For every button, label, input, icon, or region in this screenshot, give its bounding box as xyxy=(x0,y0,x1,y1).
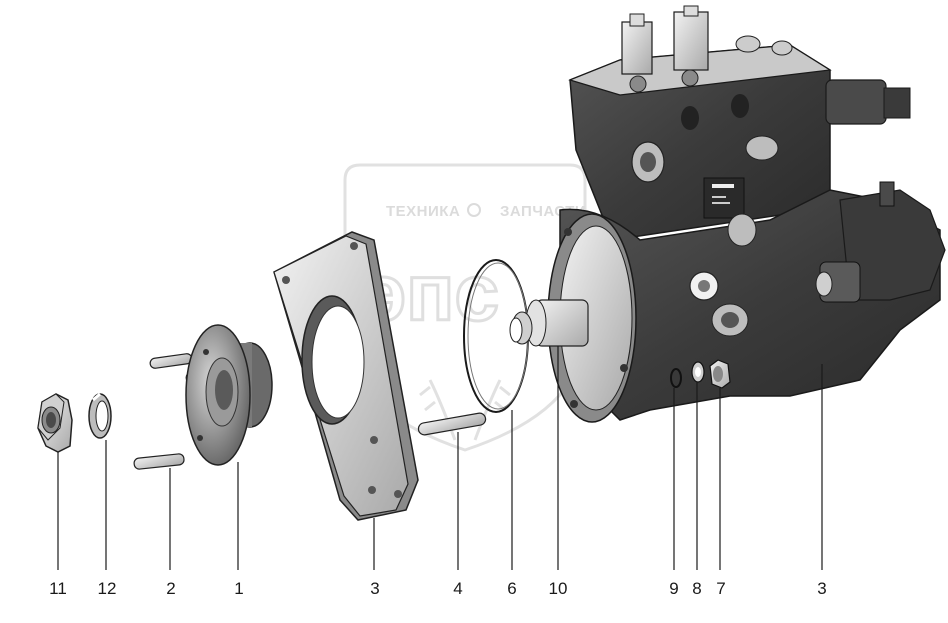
callout-3-body: 3 xyxy=(817,579,826,598)
part-4-shaft-pin xyxy=(417,412,487,436)
watermark-left-word: ТЕХНИКА xyxy=(386,203,460,220)
part-12-lock-washer xyxy=(88,392,112,439)
solenoid xyxy=(815,181,946,303)
callout-labels: 11 12 2 1 3 4 6 10 9 8 7 3 xyxy=(49,579,827,598)
nameplate xyxy=(703,177,745,219)
callout-1: 1 xyxy=(234,579,243,598)
callout-8: 8 xyxy=(692,579,701,598)
callout-11: 11 xyxy=(49,579,67,598)
callout-2: 2 xyxy=(166,579,175,598)
callout-9: 9 xyxy=(669,579,678,598)
side-connector xyxy=(745,79,911,161)
gear-icon xyxy=(467,203,481,217)
drive-shaft xyxy=(509,299,589,347)
callout-3-plate: 3 xyxy=(370,579,379,598)
part-3-flange-plate xyxy=(273,231,419,521)
part-7-plug xyxy=(709,359,731,389)
part-9-seal-ring xyxy=(670,368,682,388)
callout-6: 6 xyxy=(507,579,516,598)
high-pressure-fittings xyxy=(621,5,793,130)
callout-4: 4 xyxy=(453,579,462,598)
part-11-nut xyxy=(37,393,73,453)
callout-12: 12 xyxy=(98,579,117,598)
part-8-washer xyxy=(691,361,705,383)
callout-7: 7 xyxy=(716,579,725,598)
part-1-hub xyxy=(185,324,273,466)
leader-lines xyxy=(57,346,823,570)
callout-10: 10 xyxy=(549,579,568,598)
pump-body xyxy=(509,5,946,423)
